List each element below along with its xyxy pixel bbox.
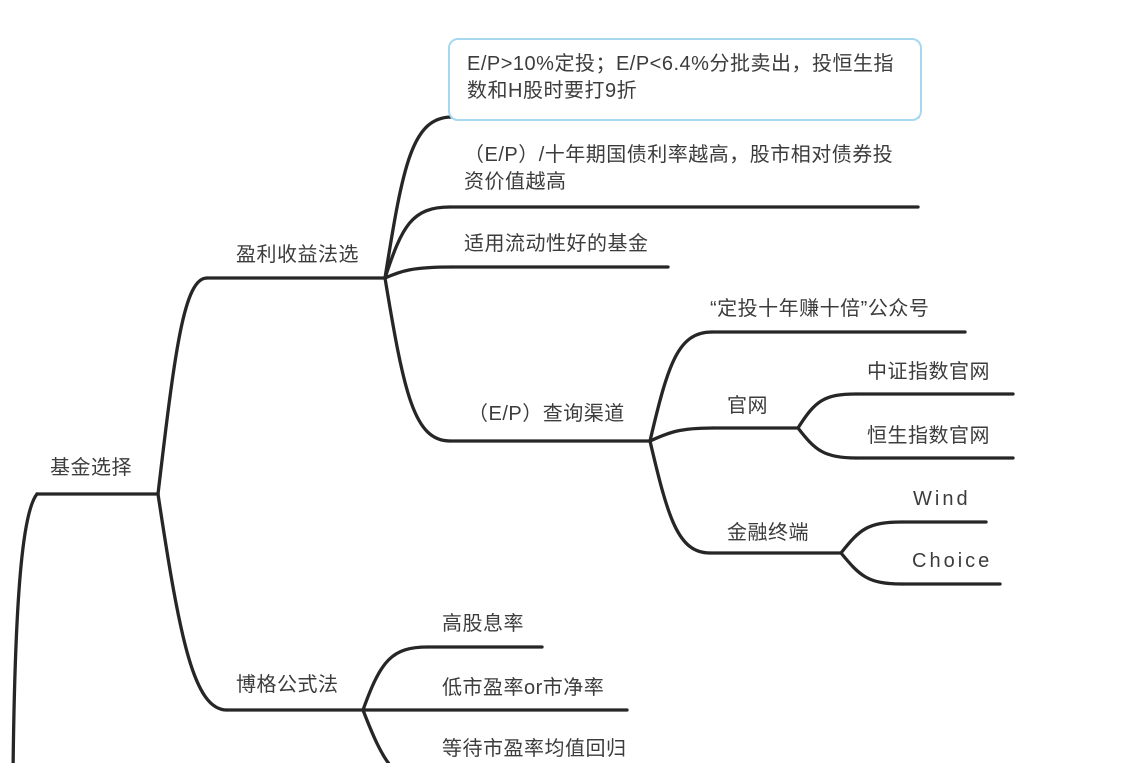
curve-yield-method-liquidity: [383, 265, 454, 280]
node-yield-method[interactable]: 盈利收益法选: [236, 244, 359, 266]
curve-bogle-dividend: [361, 645, 430, 712]
curve-terminal-choice: [839, 551, 904, 586]
curve-query-public-account: [648, 330, 714, 443]
node-yield-rule-label: E/P>10%定投；E/P<6.4%分批卖出，投恒生指数和H股时要打9折: [467, 53, 894, 102]
curve-yield-method-query: [383, 276, 452, 443]
node-reversion[interactable]: 等待市盈率均值回归: [442, 738, 627, 760]
node-dividend[interactable]: 高股息率: [442, 613, 524, 635]
node-csi-site[interactable]: 中证指数官网: [867, 361, 990, 383]
curve-yield-method-bond: [383, 205, 452, 280]
node-wind[interactable]: Wind: [913, 488, 971, 510]
node-official-site[interactable]: 官网: [727, 395, 768, 417]
curve-bogle-reversion: [361, 708, 391, 763]
node-choice[interactable]: Choice: [912, 550, 993, 572]
node-low-pe[interactable]: 低市盈率or市净率: [442, 677, 605, 699]
curve-query-terminal: [648, 439, 712, 555]
node-liquidity[interactable]: 适用流动性好的基金: [464, 233, 649, 255]
node-hsi-site[interactable]: 恒生指数官网: [867, 425, 990, 447]
connector-lines: [11, 115, 1015, 763]
curve-official-csi: [796, 392, 858, 430]
curve-root-yield-method: [156, 276, 209, 496]
node-terminal[interactable]: 金融终端: [727, 522, 809, 544]
node-public-account[interactable]: “定投十年赚十倍”公众号: [710, 298, 930, 320]
curve-query-official-site: [648, 426, 715, 443]
node-yield-rule[interactable]: E/P>10%定投；E/P<6.4%分批卖出，投恒生指数和H股时要打9折: [448, 38, 922, 121]
node-root[interactable]: 基金选择: [50, 457, 132, 479]
curve-root-parent: [11, 492, 39, 763]
curve-terminal-wind: [839, 520, 904, 555]
node-bogle[interactable]: 博格公式法: [236, 674, 339, 696]
node-bond-compare[interactable]: （E/P）/十年期国债利率越高，股市相对债券投资价值越高: [464, 144, 894, 193]
curve-official-hsi: [796, 426, 858, 460]
curve-root-bogle: [156, 492, 229, 712]
curve-yield-method-rule: [383, 115, 454, 280]
node-query-channel[interactable]: （E/P）查询渠道: [468, 403, 625, 425]
